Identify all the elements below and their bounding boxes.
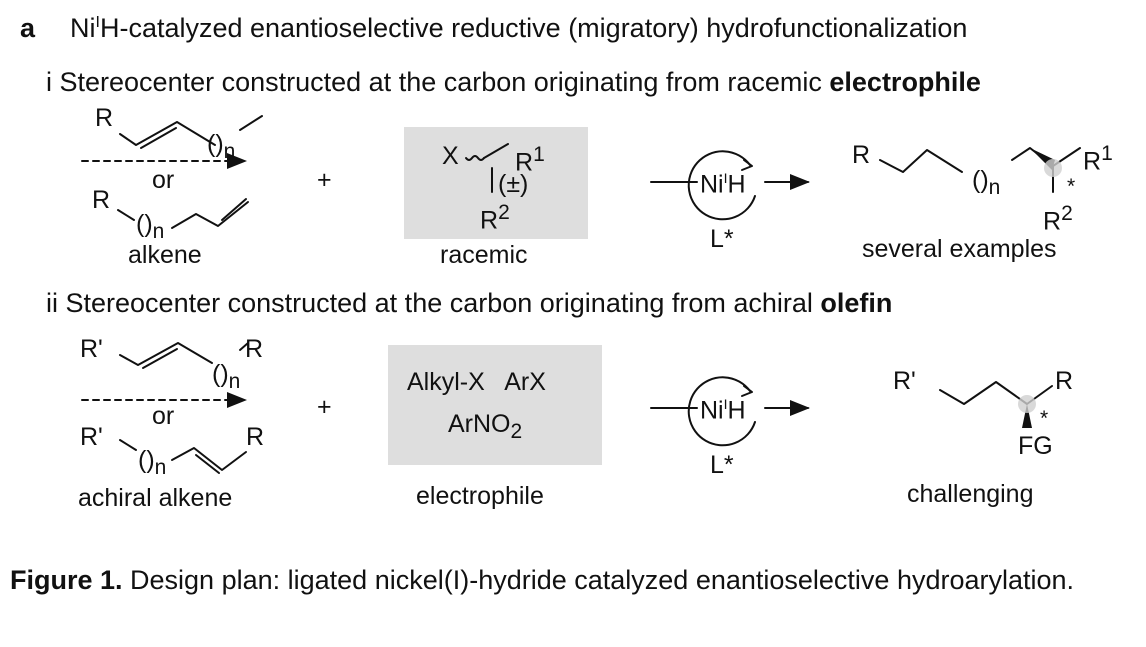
alkene-1-double-bond — [140, 127, 177, 149]
product-i-n: ()n — [972, 166, 1001, 199]
achiral-alkene-2-double-bond — [195, 454, 220, 474]
alkene-1-n: ()n — [207, 130, 236, 163]
product-i-r: R — [852, 141, 871, 169]
electrophile-x: X — [442, 142, 459, 170]
alkene-2-bonds — [117, 209, 135, 221]
figure-caption: Figure 1. Design plan: ligated nickel(I)… — [10, 565, 1075, 595]
or-label-ii: or — [152, 402, 175, 430]
achiral-alkene-2-r: R — [246, 423, 265, 451]
catalyst-cycle-ii — [687, 376, 756, 447]
achiral-alkene-2-rp: R' — [80, 423, 103, 451]
achiral-alkene-1-bonds — [119, 342, 213, 366]
product-ii-chain — [939, 381, 1053, 405]
product-i-r1: R1 — [1083, 142, 1113, 176]
product-ii-rp: R' — [893, 367, 916, 395]
electrophile-r1: R1 — [515, 143, 545, 177]
stereocenter-dot-ii — [1018, 395, 1036, 413]
racemic-electrophile-box — [404, 127, 588, 239]
plus-i: + — [317, 166, 332, 194]
electrophile-squiggle — [465, 155, 485, 161]
alkene-2-r: R — [92, 186, 111, 214]
electrophile-caption: electrophile — [416, 482, 544, 510]
stereocenter-dot-i — [1044, 159, 1062, 177]
alkene-2-double-bond — [221, 198, 247, 221]
product-ii-caption: challenging — [907, 480, 1034, 508]
achiral-alkene-1-double-bond — [142, 348, 178, 369]
product-i-star: * — [1067, 175, 1076, 198]
product-i-chain — [879, 149, 963, 173]
alkene-caption: alkene — [128, 241, 202, 269]
catalyst-ii-label: NiIH — [700, 396, 746, 425]
ligand-ii: L* — [710, 451, 734, 479]
product-i-caption: several examples — [862, 235, 1057, 263]
alkene-2-n: ()n — [136, 210, 165, 243]
achiral-alkene-1-r: R — [245, 335, 264, 363]
panel-letter: a — [20, 13, 36, 43]
plus-ii: + — [317, 393, 332, 421]
product-ii-star: * — [1040, 407, 1049, 430]
alkene-1-tail — [239, 115, 263, 131]
product-ii-r: R — [1055, 367, 1074, 395]
alkene-1-bonds — [119, 121, 216, 146]
electrophile-box — [388, 345, 602, 465]
product-ii-wedge — [1022, 404, 1032, 428]
achiral-alkene-1-n: ()n — [212, 360, 241, 393]
alkene-1-r: R — [95, 104, 114, 132]
electrophile-line-1: Alkyl-X ArX — [407, 368, 546, 396]
achiral-alkene-2-n: ()n — [138, 446, 167, 479]
electrophile-line-2: ArNO2 — [448, 410, 523, 443]
achiral-alkene-2-bonds — [119, 439, 137, 451]
electrophile-pm: (±) — [498, 170, 529, 198]
alkene-2-chain — [171, 201, 249, 229]
ligand-i: L* — [710, 225, 734, 253]
catalyst-cycle-i — [687, 150, 756, 221]
or-label-i: or — [152, 166, 175, 194]
catalyst-i-label: NiIH — [700, 170, 746, 199]
section-ii-label: ii Stereocenter constructed at the carbo… — [46, 288, 893, 318]
section-i-label: i Stereocenter constructed at the carbon… — [46, 67, 981, 97]
achiral-alkene-1-rp: R' — [80, 335, 103, 363]
racemic-caption: racemic — [440, 241, 528, 269]
product-i-r2: R2 — [1043, 202, 1073, 236]
achiral-alkene-2-chain — [171, 447, 247, 471]
panel-title: NiIH-catalyzed enantioselective reductiv… — [70, 13, 968, 43]
electrophile-r2: R2 — [480, 201, 510, 235]
electrophile-bonds — [483, 143, 509, 193]
product-ii-fg: FG — [1018, 432, 1053, 460]
achiral-alkene-caption: achiral alkene — [78, 484, 233, 512]
